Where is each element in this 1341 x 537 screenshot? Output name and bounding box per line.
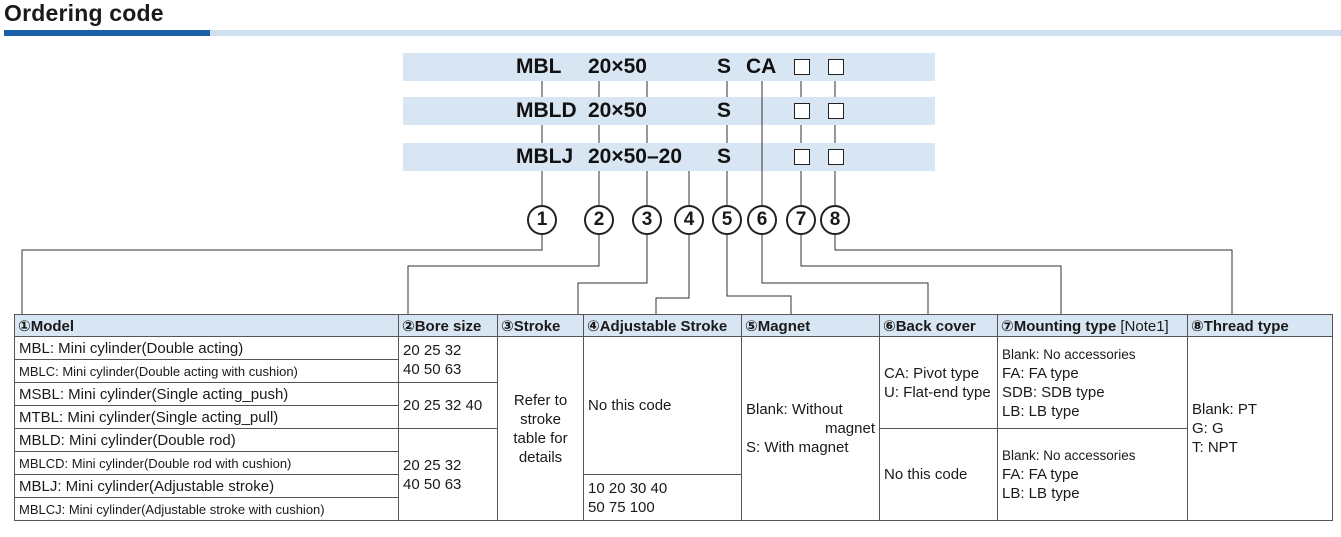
adjustable-stroke-cell: 10 20 30 40 50 75 100 bbox=[583, 474, 742, 521]
marker-1: 1 bbox=[527, 205, 557, 235]
mounting-options: FA: FA type SDB: SDB type LB: LB type bbox=[1002, 364, 1105, 420]
model-row: MTBL: Mini cylinder(Single acting_pull) bbox=[14, 405, 399, 429]
thread-type-cell: Blank: PT G: G T: NPT bbox=[1187, 336, 1333, 521]
code-row-1-model: MBL bbox=[516, 55, 562, 78]
title-underline-accent bbox=[4, 30, 210, 36]
ordering-code-table: ①Model ②Bore size ③Stroke ④Adjustable St… bbox=[14, 314, 1333, 521]
marker-2: 2 bbox=[584, 205, 614, 235]
marker-4: 4 bbox=[674, 205, 704, 235]
adjustable-stroke-cell: No this code bbox=[583, 336, 742, 475]
back-cover-cell: CA: Pivot type U: Flat-end type bbox=[879, 336, 998, 429]
header-mounting-type: ⑦Mounting type [Note1] bbox=[997, 314, 1188, 337]
mounting-placeholder-box bbox=[794, 149, 810, 165]
stroke-cell: Refer to stroke table for details bbox=[497, 336, 584, 521]
code-row-1-magnet: S bbox=[717, 55, 732, 78]
thread-placeholder-box bbox=[828, 59, 844, 75]
marker-6: 6 bbox=[747, 205, 777, 235]
code-row-2-model: MBLD bbox=[516, 99, 577, 122]
model-row: MBLCJ: Mini cylinder(Adjustable stroke w… bbox=[14, 497, 399, 521]
mounting-options: FA: FA type LB: LB type bbox=[1002, 466, 1080, 502]
bore-size-cell: 20 25 32 40 50 63 bbox=[398, 336, 498, 383]
model-row: MBLCD: Mini cylinder(Double rod with cus… bbox=[14, 451, 399, 475]
code-row-2 bbox=[403, 97, 935, 125]
header-model: ①Model bbox=[14, 314, 399, 337]
code-row-3-size: 20×50–20 bbox=[588, 145, 683, 168]
thread-placeholder-box bbox=[828, 103, 844, 119]
mounting-type-cell: Blank: No accessories FA: FA type LB: LB… bbox=[997, 428, 1188, 521]
mounting-placeholder-box bbox=[794, 59, 810, 75]
model-row: MSBL: Mini cylinder(Single acting_push) bbox=[14, 382, 399, 406]
model-row: MBL: Mini cylinder(Double acting) bbox=[14, 336, 399, 360]
code-row-2-magnet: S bbox=[717, 99, 732, 122]
code-row-2-size: 20×50 bbox=[588, 99, 647, 122]
model-row: MBLC: Mini cylinder(Double acting with c… bbox=[14, 359, 399, 383]
marker-7: 7 bbox=[786, 205, 816, 235]
code-row-1 bbox=[403, 53, 935, 81]
marker-8: 8 bbox=[820, 205, 850, 235]
header-stroke: ③Stroke bbox=[497, 314, 584, 337]
header-mounting-type-label: ⑦Mounting type bbox=[1001, 317, 1117, 335]
marker-3: 3 bbox=[632, 205, 662, 235]
marker-5: 5 bbox=[712, 205, 742, 235]
header-adjustable-stroke: ④Adjustable Stroke bbox=[583, 314, 742, 337]
code-row-3-model: MBLJ bbox=[516, 145, 574, 168]
header-bore-size: ②Bore size bbox=[398, 314, 498, 337]
title-underline bbox=[210, 30, 1341, 36]
code-row-3-magnet: S bbox=[717, 145, 732, 168]
header-mounting-type-note: [Note1] bbox=[1120, 317, 1169, 335]
header-back-cover: ⑥Back cover bbox=[879, 314, 998, 337]
magnet-cell: Blank: Without magnet S: With magnet bbox=[741, 336, 880, 521]
model-row: MBLD: Mini cylinder(Double rod) bbox=[14, 428, 399, 452]
header-thread-type: ⑧Thread type bbox=[1187, 314, 1333, 337]
mounting-blank: Blank: No accessories bbox=[1002, 448, 1136, 463]
bore-size-cell: 20 25 32 40 bbox=[398, 382, 498, 429]
mounting-type-cell: Blank: No accessories FA: FA type SDB: S… bbox=[997, 336, 1188, 429]
magnet-blank-cont: magnet bbox=[824, 420, 875, 437]
mounting-blank: Blank: No accessories bbox=[1002, 346, 1136, 362]
code-row-3 bbox=[403, 143, 935, 171]
code-row-1-back-cover: CA bbox=[746, 55, 777, 78]
magnet-s: S: With magnet bbox=[746, 439, 849, 456]
thread-placeholder-box bbox=[828, 149, 844, 165]
model-row: MBLJ: Mini cylinder(Adjustable stroke) bbox=[14, 474, 399, 498]
page-title: Ordering code bbox=[4, 0, 164, 26]
bore-size-cell: 20 25 32 40 50 63 bbox=[398, 428, 498, 521]
back-cover-cell: No this code bbox=[879, 428, 998, 521]
mounting-placeholder-box bbox=[794, 103, 810, 119]
code-row-1-size: 20×50 bbox=[588, 55, 647, 78]
magnet-blank: Blank: Without bbox=[746, 401, 843, 418]
header-magnet: ⑤Magnet bbox=[741, 314, 880, 337]
